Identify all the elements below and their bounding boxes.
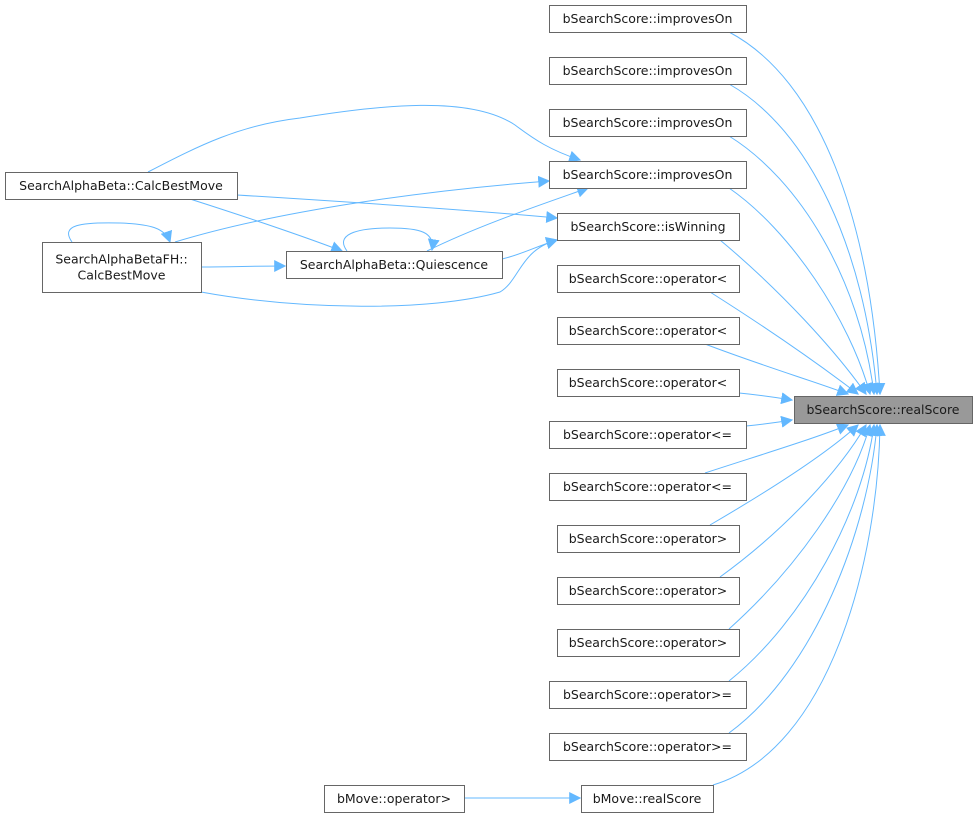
node-box xyxy=(557,213,740,241)
node-box xyxy=(549,161,747,189)
node-box xyxy=(794,396,973,424)
node-label: bMove::realScore xyxy=(593,791,702,806)
node-label: bSearchScore::operator< xyxy=(569,323,728,338)
graph-node[interactable]: bSearchScore::improvesOn xyxy=(549,5,747,33)
call-edge-n17-to-n4 xyxy=(147,104,582,173)
node-box xyxy=(286,251,503,279)
node-label: bSearchScore::operator> xyxy=(569,635,728,650)
node-label: bSearchScore::operator> xyxy=(569,531,728,546)
graph-node[interactable]: bSearchScore::improvesOn xyxy=(549,57,747,85)
graph-node[interactable]: bSearchScore::operator> xyxy=(557,577,740,605)
graph-node[interactable]: bSearchScore::improvesOn xyxy=(549,161,747,189)
call-edge-n15-to-n0 xyxy=(728,423,883,734)
call-edge-n19-to-n19 xyxy=(343,227,440,252)
call-edge-n17-to-n19 xyxy=(189,198,344,253)
node-box xyxy=(42,242,202,293)
call-edge-n9-to-n0 xyxy=(745,415,794,428)
graph-node[interactable]: bSearchScore::operator<= xyxy=(549,473,747,501)
node-box xyxy=(549,681,747,709)
node-label: bSearchScore::operator>= xyxy=(563,687,732,702)
graph-node[interactable]: bSearchScore::operator<= xyxy=(549,421,747,449)
call-edge-n18-to-n18 xyxy=(68,222,173,244)
call-edge-n14-to-n0 xyxy=(728,423,879,682)
node-box xyxy=(557,265,740,293)
graph-node[interactable]: bSearchScore::operator> xyxy=(557,629,740,657)
call-edge-n12-to-n0 xyxy=(719,423,867,578)
call-edge-n18-to-n4 xyxy=(174,175,551,243)
focus-node: bSearchScore::realScore xyxy=(794,396,973,424)
graph-node[interactable]: bSearchScore::operator< xyxy=(557,265,740,293)
node-box xyxy=(557,369,740,397)
graph-node[interactable]: SearchAlphaBetaFH::CalcBestMove xyxy=(42,242,202,293)
node-label: bSearchScore::operator< xyxy=(569,271,728,286)
node-label: bSearchScore::improvesOn xyxy=(563,63,733,78)
call-edge-n11-to-n0 xyxy=(709,424,859,526)
graph-node[interactable]: bSearchScore::operator> xyxy=(557,525,740,553)
graph-node[interactable]: bMove::operator> xyxy=(324,785,465,813)
node-box xyxy=(549,473,747,501)
node-label: bSearchScore::operator> xyxy=(569,583,728,598)
call-edge-n16-to-n0 xyxy=(712,423,886,786)
node-box xyxy=(324,785,465,813)
node-box xyxy=(549,5,747,33)
node-label: bSearchScore::operator>= xyxy=(563,739,732,754)
call-edge-n17-to-n5 xyxy=(236,194,559,223)
node-box xyxy=(549,733,747,761)
call-edge-n5-to-n0 xyxy=(719,239,867,395)
call-edge-n2-to-n0 xyxy=(728,83,883,396)
call-edge-n7-to-n0 xyxy=(704,343,850,396)
call-edge-n10-to-n0 xyxy=(704,423,850,474)
call-edge-n6-to-n0 xyxy=(709,291,859,395)
node-label: bSearchScore::operator< xyxy=(569,375,728,390)
graph-node[interactable]: bSearchScore::operator>= xyxy=(549,681,747,709)
node-label: bSearchScore::improvesOn xyxy=(563,167,733,182)
call-edge-n8-to-n0 xyxy=(738,392,794,405)
graph-node[interactable]: bSearchScore::operator< xyxy=(557,369,740,397)
graph-node[interactable]: bSearchScore::operator>= xyxy=(549,733,747,761)
graph-node[interactable]: bMove::realScore xyxy=(581,785,714,813)
node-box xyxy=(557,577,740,605)
node-label: bSearchScore::improvesOn xyxy=(563,11,733,26)
node-label: SearchAlphaBeta::Quiescence xyxy=(300,257,489,272)
node-box xyxy=(557,317,740,345)
graph-node[interactable]: bSearchScore::improvesOn xyxy=(549,109,747,137)
node-label: bSearchScore::improvesOn xyxy=(563,115,733,130)
node-box xyxy=(581,785,714,813)
node-box xyxy=(557,629,740,657)
node-label: SearchAlphaBetaFH:: xyxy=(55,252,187,267)
node-box xyxy=(549,57,747,85)
graph-node[interactable]: bSearchScore::operator< xyxy=(557,317,740,345)
node-label: bSearchScore::operator<= xyxy=(563,479,732,494)
call-edge-n1-to-n0 xyxy=(728,31,886,396)
graph-node[interactable]: SearchAlphaBeta::CalcBestMove xyxy=(5,172,238,200)
call-edge-n4-to-n0 xyxy=(728,187,873,396)
call-edge-n18-to-n19 xyxy=(200,260,287,273)
node-label: bSearchScore::isWinning xyxy=(570,219,725,234)
call-edge-n3-to-n0 xyxy=(728,135,879,396)
node-box xyxy=(557,525,740,553)
node-box xyxy=(549,109,747,137)
call-edge-n13-to-n0 xyxy=(728,423,873,630)
node-box xyxy=(5,172,238,200)
graph-node[interactable]: SearchAlphaBeta::Quiescence xyxy=(286,251,503,279)
node-label: CalcBestMove xyxy=(78,268,166,283)
node-box xyxy=(549,421,747,449)
node-label: bSearchScore::operator<= xyxy=(563,427,732,442)
call-edge-n18-to-n5 xyxy=(200,237,559,307)
graph-node[interactable]: bSearchScore::isWinning xyxy=(557,213,740,241)
node-label: bSearchScore::realScore xyxy=(806,402,959,417)
node-label: SearchAlphaBeta::CalcBestMove xyxy=(19,178,223,193)
call-edge-n19-to-n4 xyxy=(426,185,590,252)
node-label: bMove::operator> xyxy=(337,791,451,806)
call-edge-n19-to-n5 xyxy=(501,237,559,260)
